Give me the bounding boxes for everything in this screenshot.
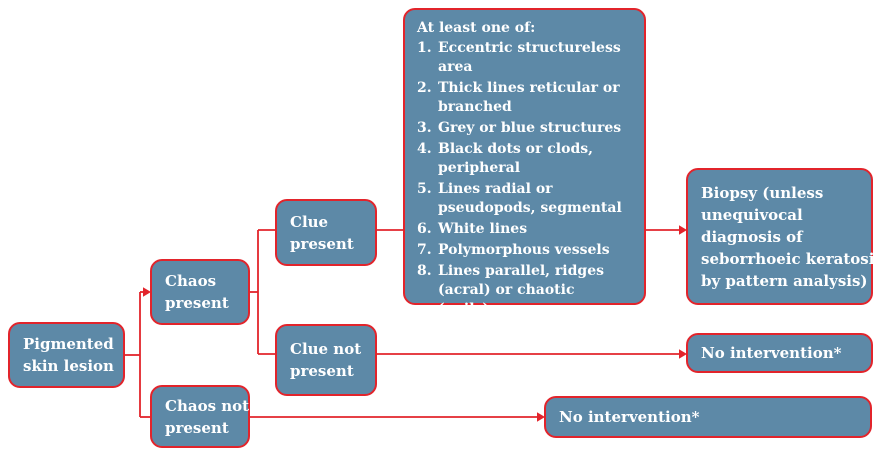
node-no-intervention-after-no-chaos: No intervention* xyxy=(544,396,872,438)
arrowhead-no-intervention-2 xyxy=(537,412,545,422)
arrowhead-no-intervention-1 xyxy=(679,349,687,359)
node-no-intervention-1-label: No intervention* xyxy=(701,344,842,362)
arrowhead-chaos-present xyxy=(143,287,151,297)
criteria-item: Lines parallel, ridges (acral) or chaoti… xyxy=(417,262,604,317)
criteria-item: Thick lines reticular or branched xyxy=(417,79,620,115)
criteria-item: Lines radial or pseudopods, segmental xyxy=(417,180,622,216)
arrowhead-biopsy xyxy=(679,225,687,235)
criteria-item: White lines xyxy=(417,220,528,239)
node-clue-criteria: At least one of: Eccentric structureless… xyxy=(403,8,646,317)
clue-criteria-title: At least one of: xyxy=(417,20,536,36)
node-no-intervention-2-label: No intervention* xyxy=(559,408,700,426)
criteria-item: Eccentric structureless area xyxy=(417,39,621,75)
criteria-item: Black dots or clods, peripheral xyxy=(417,140,593,176)
node-no-intervention-after-no-clue: No intervention* xyxy=(686,333,873,373)
criteria-item: Polymorphous vessels xyxy=(417,241,610,260)
criteria-item: Grey or blue structures xyxy=(417,119,622,138)
